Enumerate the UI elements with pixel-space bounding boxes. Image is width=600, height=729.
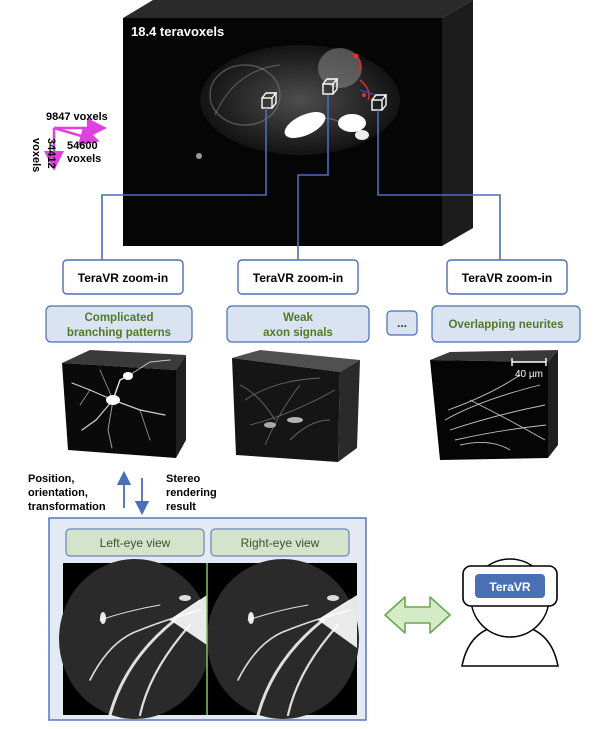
zoom-box-1: TeraVR zoom-in — [62, 259, 184, 295]
scale-bar-label: 40 µm — [515, 369, 543, 380]
vr-user-icon: TeraVR — [461, 558, 559, 667]
connector-lines — [101, 95, 501, 260]
challenge-box-3: Overlapping neurites — [431, 305, 581, 343]
highlight-region — [351, 53, 377, 101]
right-eye-tab: Right-eye view — [210, 528, 350, 557]
zoom-label-2: TeraVR zoom-in — [253, 271, 343, 285]
output-label-3: result — [166, 501, 196, 513]
output-label-2: rendering — [166, 487, 217, 499]
zoom-box-3: TeraVR zoom-in — [446, 259, 568, 295]
selection-cube-2 — [322, 78, 339, 95]
scale-bar: 40 µm — [511, 358, 547, 380]
dim-x-label: 9847 voxels — [46, 111, 108, 123]
left-eye-tab: Left-eye view — [65, 528, 205, 557]
left-eye-label: Left-eye view — [100, 536, 171, 550]
dim-z-label-1: 34412 — [45, 138, 57, 169]
challenge-1-line1: Complicated — [84, 312, 153, 324]
headset-label: TeraVR — [489, 580, 530, 594]
challenge-3-label: Overlapping neurites — [448, 319, 563, 331]
selection-cube-1 — [261, 92, 278, 109]
challenge-ellipsis: ... — [397, 316, 407, 330]
volume-title: 18.4 teravoxels — [131, 24, 224, 39]
right-eye-label: Right-eye view — [241, 536, 320, 550]
challenge-2-line1: Weak — [283, 312, 313, 324]
dim-z-label-2: voxels — [30, 138, 42, 172]
input-label-1: Position, — [28, 473, 74, 485]
left-eye-image — [59, 559, 211, 719]
challenge-box-2: Weak axon signals — [226, 305, 370, 343]
interaction-arrows: Position, orientation, transformation St… — [28, 470, 217, 516]
zoom-volume-2 — [232, 350, 360, 462]
dimension-axes: 9847 voxels 54600 voxels 34412 voxels — [30, 111, 108, 172]
zoom-label-3: TeraVR zoom-in — [462, 271, 552, 285]
zoom-volume-3: 40 µm — [430, 350, 558, 460]
brain-section-image — [200, 45, 400, 155]
right-eye-image — [207, 559, 359, 719]
input-label-2: orientation, — [28, 487, 88, 499]
challenge-1-line2: branching patterns — [67, 327, 171, 339]
challenge-ellipsis-box: ... — [386, 310, 418, 336]
challenge-2-line2: axon signals — [263, 327, 333, 339]
zoom-box-2: TeraVR zoom-in — [237, 259, 359, 295]
input-label-3: transformation — [28, 501, 106, 513]
output-label-1: Stereo — [166, 473, 201, 485]
top-volume-cube: 18.4 teravoxels — [123, 0, 473, 246]
neuron-clusters — [196, 112, 369, 159]
challenge-box-1: Complicated branching patterns — [45, 305, 193, 343]
selection-cube-3 — [371, 94, 388, 111]
stereo-panel: Left-eye view Right-eye view — [48, 517, 367, 721]
vr-headset-icon: TeraVR — [462, 565, 558, 607]
dim-y-label-1: 54600 — [67, 140, 98, 152]
dim-y-label-2: voxels — [67, 153, 101, 165]
zoom-volume-1 — [62, 350, 186, 458]
zoom-label-1: TeraVR zoom-in — [78, 271, 168, 285]
bidirectional-arrow — [384, 596, 451, 634]
